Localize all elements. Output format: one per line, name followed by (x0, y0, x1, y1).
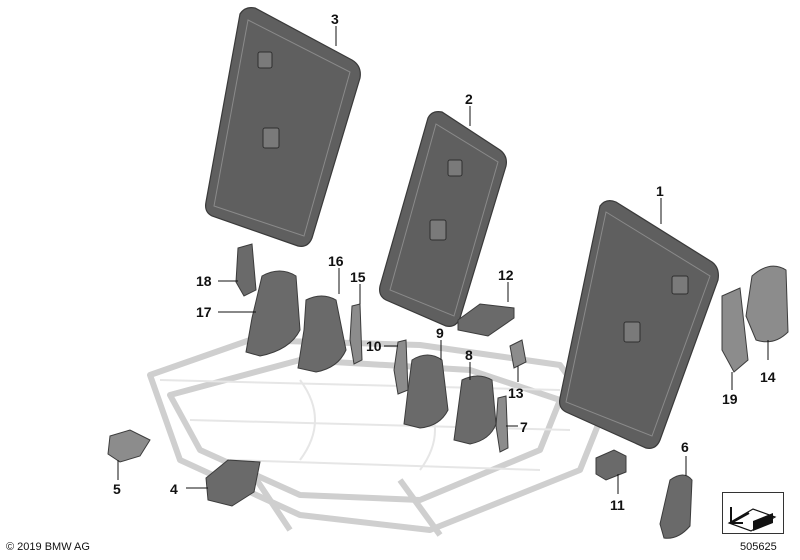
part-14-cover (745, 265, 789, 343)
part-8-trim-cover (453, 375, 497, 445)
callout-1: 1 (656, 183, 664, 199)
callout-12: 12 (498, 267, 514, 283)
leader-lines (117, 26, 769, 494)
callout-9: 9 (436, 325, 444, 341)
backrest-panel-1 (559, 200, 719, 449)
orientation-symbol (722, 492, 784, 534)
part-5-clip (107, 429, 151, 463)
callout-7: 7 (520, 419, 528, 435)
callout-4: 4 (170, 481, 178, 497)
part-9-trim-cover (403, 354, 449, 429)
backrest-panel-3 (205, 7, 361, 247)
part-11-clip (595, 449, 627, 481)
part-6-trim-cover (659, 474, 693, 539)
backrest-panel-2 (379, 111, 507, 327)
copyright-text: © 2019 BMW AG (6, 541, 90, 553)
reference-number: 505625 (740, 541, 777, 553)
latch-upper-3 (257, 51, 273, 69)
part-17-trim-cover (245, 270, 301, 357)
arrow-symbol-icon (727, 507, 777, 532)
callout-3: 3 (331, 11, 339, 27)
latch-lower-1 (623, 321, 641, 343)
part-7-bracket (495, 395, 509, 453)
callout-16: 16 (328, 253, 344, 269)
callout-15: 15 (350, 269, 366, 285)
callout-5: 5 (113, 481, 121, 497)
part-16-trim-cover (297, 295, 347, 373)
callout-17: 17 (196, 304, 212, 320)
callout-14: 14 (760, 369, 776, 385)
seat-frame-ghost (147, 337, 603, 537)
callout-6: 6 (681, 439, 689, 455)
part-4-trim (205, 459, 261, 507)
callout-18: 18 (196, 273, 212, 289)
latch-lower-3 (262, 127, 280, 149)
callout-13: 13 (508, 385, 524, 401)
callout-19: 19 (722, 391, 738, 407)
part-18-bracket (235, 243, 257, 297)
part-15-bracket (349, 303, 363, 365)
callout-11: 11 (610, 497, 625, 513)
part-12-cover (457, 303, 515, 337)
latch-upper-2 (447, 159, 463, 177)
callout-8: 8 (465, 347, 473, 363)
callout-10: 10 (366, 338, 382, 354)
latch-lower-2 (429, 219, 447, 241)
callout-2: 2 (465, 91, 473, 107)
part-13-hinge (509, 339, 527, 369)
callout-labels: 1 2 3 4 5 6 7 8 9 10 11 12 13 14 15 16 1… (113, 11, 776, 513)
part-19-bracket (721, 287, 749, 373)
part-10-bracket (393, 339, 409, 395)
latch-upper-1 (671, 275, 689, 295)
